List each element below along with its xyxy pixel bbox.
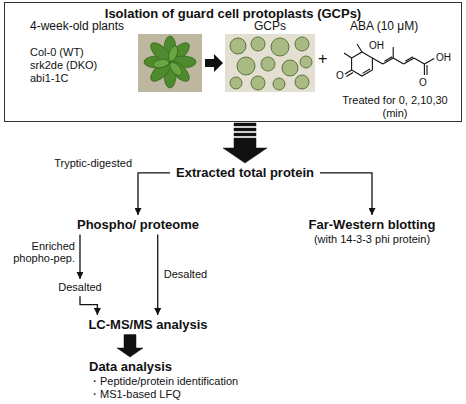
flow-arrow [320, 173, 372, 215]
atom-label: OH [369, 40, 384, 52]
node-heading: LC-MS/MS analysis [88, 317, 207, 333]
flow-arrow [79, 235, 80, 279]
node-text: (with 14-3-3 phi protein) [309, 233, 436, 246]
caption-text: 4-week-old plants [30, 20, 124, 34]
node-heading: Phospho/ proteome [77, 217, 199, 233]
edge-label: Tryptic-digested [54, 157, 132, 170]
aba-structure [344, 44, 434, 77]
node-text: ・Peptide/protein identification [89, 375, 238, 388]
treatment-label: ABA (10 μM) [350, 20, 418, 34]
protoplast-photo [225, 34, 315, 92]
atom-label: OH [436, 52, 451, 64]
atom-label: O [336, 70, 344, 82]
process-arrow [205, 54, 223, 72]
treatment-note: Treated for 0, 2,10,30 (min) [331, 94, 459, 119]
flow-arrow [138, 173, 170, 215]
edge-label: Desalted [164, 268, 207, 281]
node-heading: Data analysis [89, 359, 238, 375]
flow-arrow [157, 235, 158, 315]
block-arrow [223, 123, 267, 163]
assay-label: Far-Western blotting(with 14-3-3 phi pro… [306, 216, 439, 247]
genotype-label: srk2de (DKO) [30, 59, 97, 72]
genotype-label: Col-0 (WT) [30, 46, 84, 59]
genotype-label: abi1-1C [30, 72, 69, 85]
flow-arrow [80, 296, 97, 315]
analysis-label: Data analysis・Peptide/protein identifica… [86, 358, 241, 402]
plant-photo [138, 34, 202, 92]
step-label: Phospho/ proteome [74, 216, 202, 234]
node-heading: Far-Western blotting [309, 217, 436, 233]
edge-label: Enriched phopho-pep. [5, 240, 75, 265]
block-arrow [117, 335, 143, 357]
plus-sign: + [318, 50, 327, 68]
node-heading: Desalted [58, 281, 101, 294]
node-heading: Extracted total protein [176, 165, 314, 181]
step-label: Extracted total protein [173, 164, 317, 182]
image-label: GCPs [254, 20, 286, 34]
step-label: LC-MS/MS analysis [85, 316, 210, 334]
atom-label: O [419, 77, 427, 89]
arrow-stripes [232, 127, 258, 137]
node-text: ・MS1-based LFQ [89, 388, 238, 401]
step-label: Desalted [55, 280, 104, 295]
